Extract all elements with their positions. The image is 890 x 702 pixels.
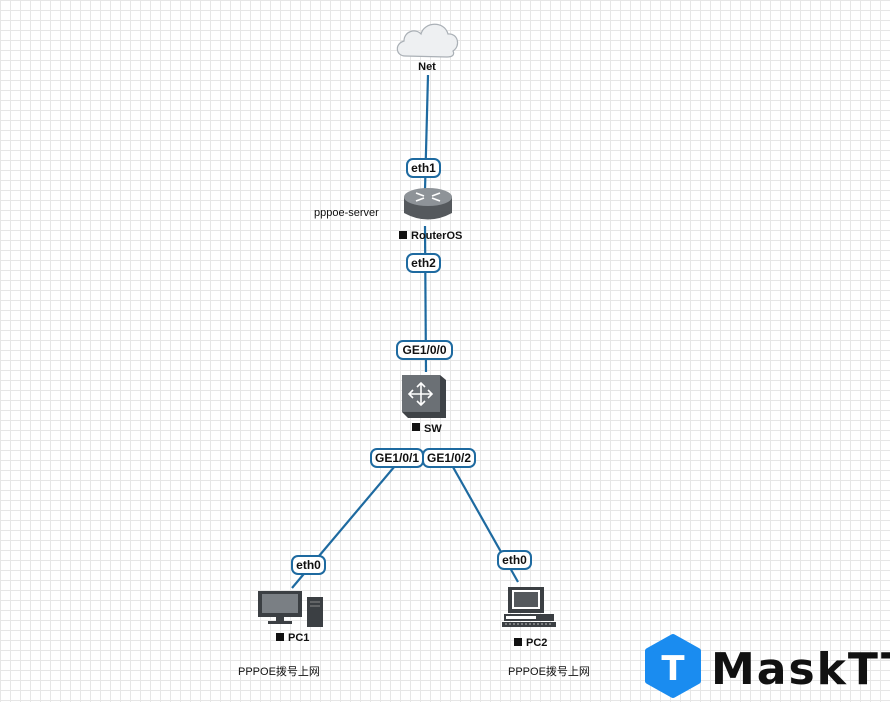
port-text-sw-ge101: GE1/0/1 [375,451,419,465]
node-router[interactable]: pppoe-server RouterOS [314,188,462,242]
port-text-sw-ge100: GE1/0/0 [402,343,446,357]
router-note: pppoe-server [314,207,379,219]
pc1-note: PPPOE拨号上网 [238,664,320,678]
pc2-note: PPPOE拨号上网 [508,664,590,678]
masktt-logo-icon: T [645,634,701,698]
switch-label: SW [424,423,442,435]
pc1-status-square [276,633,284,641]
logo-letter: T [661,649,685,689]
pc2-status-square [514,638,522,646]
port-text-sw-ge102: GE1/0/2 [427,451,471,465]
port-text-pc2-eth0: eth0 [502,553,527,567]
desktop-pc-icon [258,591,323,627]
port-text-pc1-eth0: eth0 [296,558,321,572]
router-icon [404,188,452,220]
router-status-square [399,231,407,239]
port-label-sw-ge100: GE1/0/0 [396,340,453,360]
node-switch[interactable]: SW [402,375,446,435]
net-label: Net [418,61,436,73]
node-net[interactable]: Net [396,23,459,73]
workstation-icon [502,587,556,627]
port-text-router-eth1: eth1 [411,161,436,175]
cloud-icon [396,23,459,58]
port-text-router-eth2: eth2 [411,256,436,270]
port-label-sw-ge102: GE1/0/2 [422,448,476,468]
port-label-router-eth1: eth1 [406,158,441,178]
links [291,74,519,589]
port-label-router-eth2: eth2 [406,253,441,273]
port-label-pc1-eth0: eth0 [291,555,326,575]
node-pc1[interactable]: PC1 PPPOE拨号上网 [238,591,323,678]
node-pc2[interactable]: PC2 PPPOE拨号上网 [502,587,590,678]
router-label: RouterOS [411,230,462,242]
switch-status-square [412,423,420,431]
watermark: T MaskTT [645,634,890,698]
pc1-label: PC1 [288,632,309,644]
port-label-sw-ge101: GE1/0/1 [370,448,424,468]
port-label-pc2-eth0: eth0 [497,550,532,570]
pc2-label: PC2 [526,637,547,649]
watermark-text: MaskTT [711,644,890,695]
switch-icon [402,375,446,418]
